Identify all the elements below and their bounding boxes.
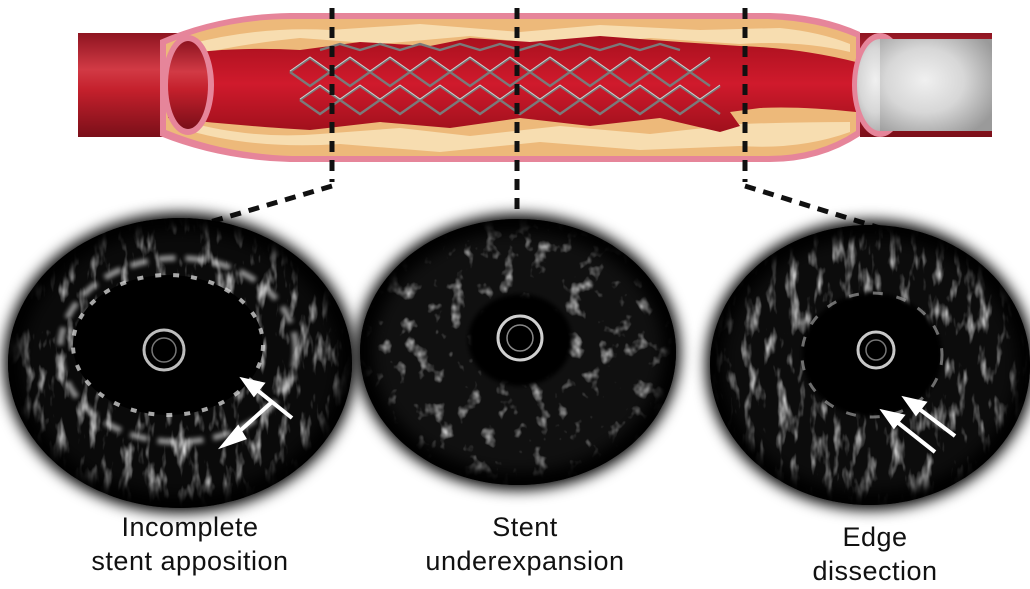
caption-incomplete-apposition: Incomplete stent apposition — [30, 510, 350, 578]
ivus-image-edge-dissection — [705, 220, 1030, 515]
caption-underexpansion: Stent underexpansion — [355, 510, 695, 578]
caption-3-line-1: Edge — [735, 520, 1015, 554]
caption-2-line-2: underexpansion — [355, 544, 695, 578]
vessel — [78, 13, 992, 162]
ivus-image-underexpansion — [355, 214, 685, 490]
caption-1-line-2: stent apposition — [30, 544, 350, 578]
caption-3-line-2: dissection — [735, 554, 1015, 588]
caption-1-line-1: Incomplete — [30, 510, 350, 544]
ivus-image-incomplete-apposition — [0, 213, 360, 515]
caption-2-line-1: Stent — [355, 510, 695, 544]
caption-edge-dissection: Edge dissection — [735, 520, 1015, 588]
